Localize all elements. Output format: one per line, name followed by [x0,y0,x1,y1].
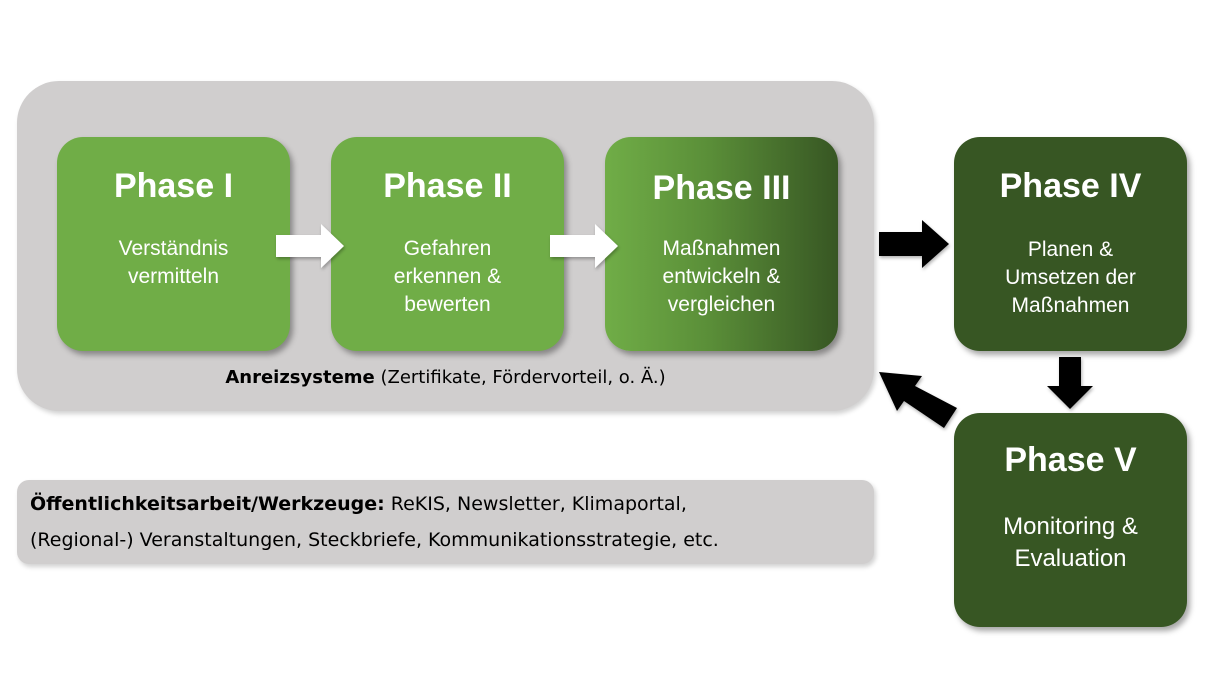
phase-1-box: Phase I Verständnis vermitteln [57,137,290,351]
phase-1-title: Phase I [113,167,234,205]
phase-3-title: Phase III [652,169,791,207]
phase-1-description: Verständnis vermitteln [118,237,229,288]
public-relations-line-1: Öffentlichkeitsarbeit/Werkzeuge: ReKIS, … [30,486,860,522]
incentive-caption-bold: Anreizsysteme [225,367,375,388]
phase-2-title: Phase II [383,167,512,205]
phase-4-box: Phase IV Planen & Umsetzen der Maßnahmen [954,137,1187,351]
public-relations-line-2: (Regional-) Veranstaltungen, Steckbriefe… [30,529,719,551]
phase-4-description: Planen & Umsetzen der Maßnahmen [1005,238,1136,317]
phase-3-description: Maßnahmen entwickeln & vergleichen [662,237,781,316]
phase-2-box: Phase II Gefahren erkennen & bewerten [331,137,564,351]
public-relations-label: Öffentlichkeitsarbeit/Werkzeuge: [30,493,385,515]
phase-3-box: Phase III Maßnahmen entwickeln & verglei… [605,137,838,351]
arrow-panel-to-phase4-icon [879,220,949,268]
phase-2-description: Gefahren erkennen & bewerten [393,237,502,316]
phase-4-title: Phase IV [999,167,1142,205]
incentive-caption-rest: (Zertifikate, Fördervorteil, o. Ä.) [374,367,666,388]
public-relations-panel [17,480,874,564]
phase-5-title: Phase V [1004,441,1137,479]
phase-5-description: Monitoring & Evaluation [1003,513,1138,572]
public-relations-tools-1: ReKIS, Newsletter, Klimaportal, [384,493,687,515]
arrow-phase5-to-panel-icon [879,372,957,428]
public-relations-text: Öffentlichkeitsarbeit/Werkzeuge: ReKIS, … [30,486,860,558]
phase-5-box: Phase V Monitoring & Evaluation [954,413,1187,627]
incentive-systems-caption: Anreizsysteme (Zertifikate, Fördervortei… [17,367,874,388]
arrow-phase4-to-phase5-icon [1047,357,1093,409]
